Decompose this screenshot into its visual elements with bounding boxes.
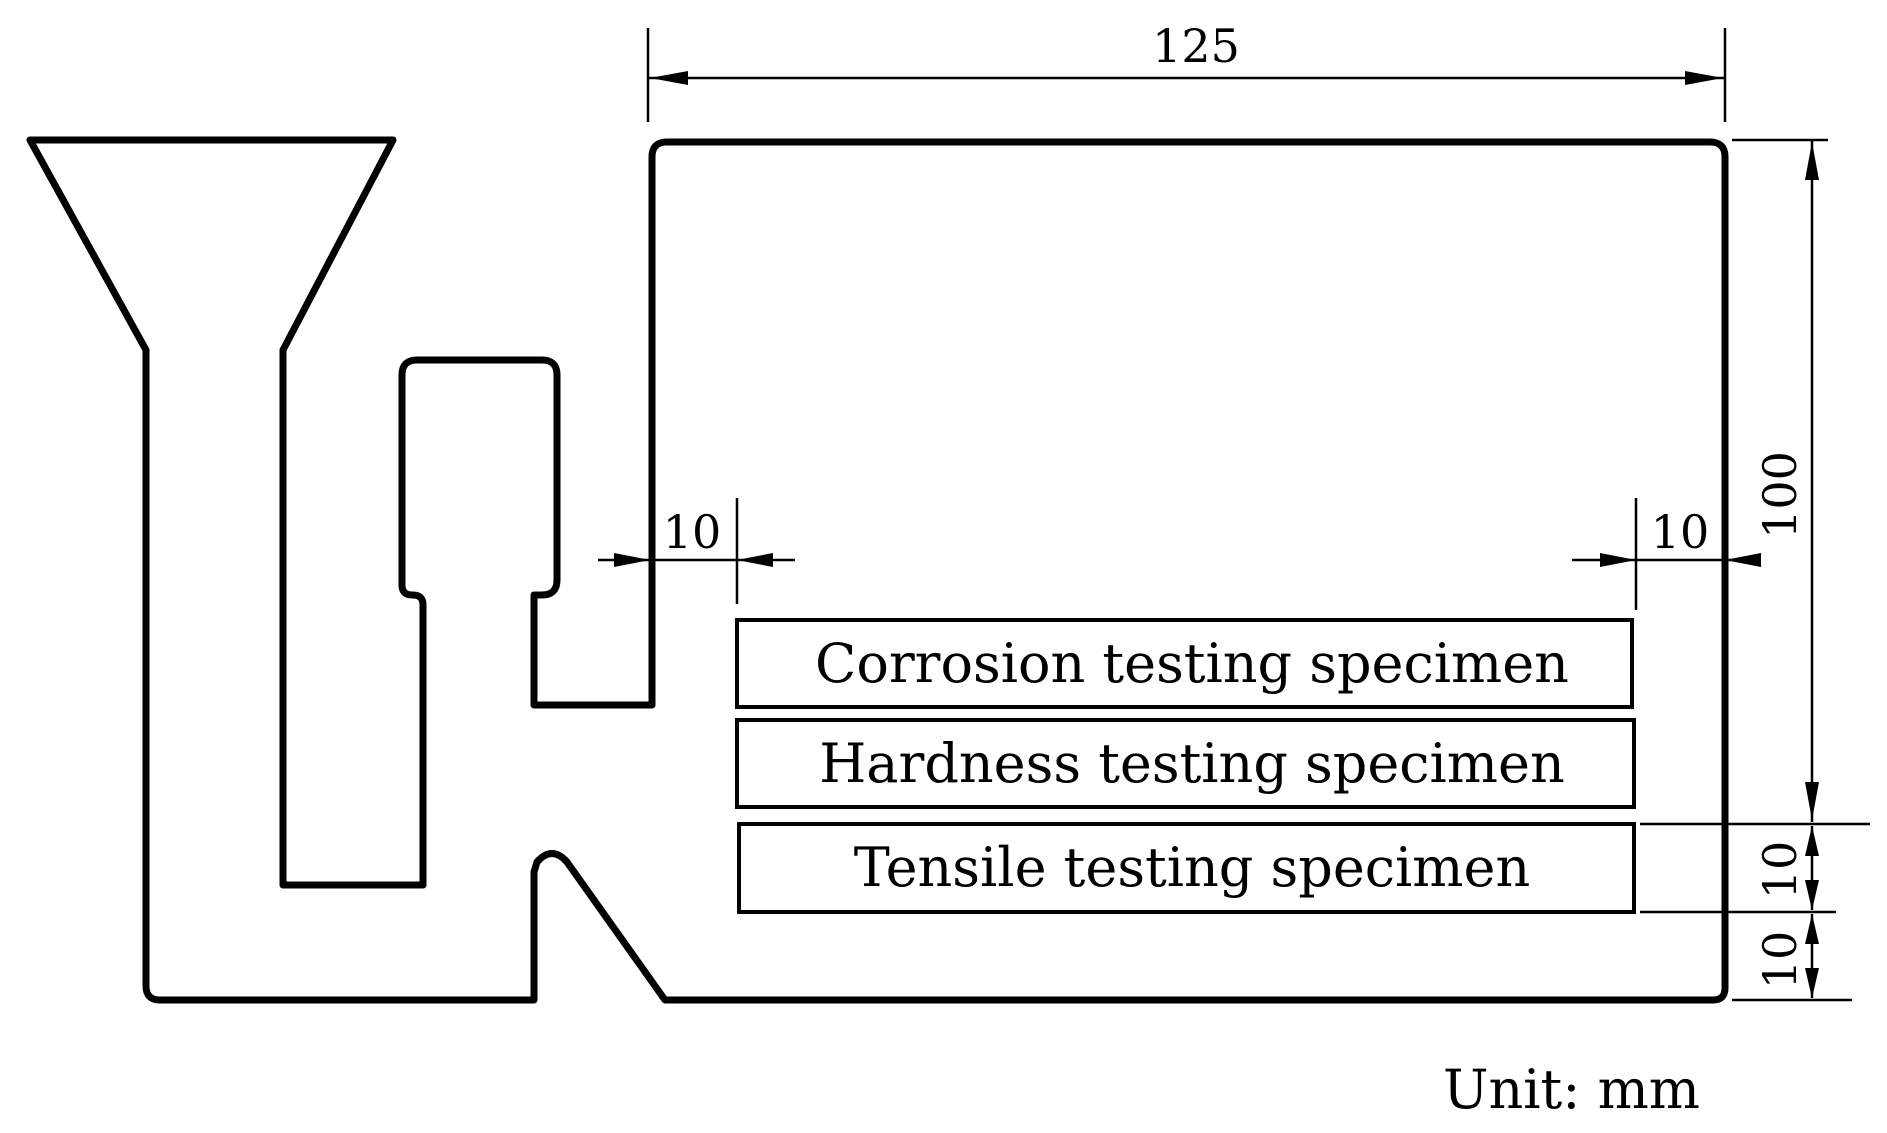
tensile-specimen-label: Tensile testing specimen [854,836,1530,899]
height-dimension-label: 100 [1753,451,1807,539]
left-margin-label: 10 [663,505,722,559]
arrow-up-icon [1805,142,1819,180]
arrow-up-icon [1805,914,1819,944]
arrow-left-icon [1725,553,1761,567]
width-dimension: 125 [646,19,1727,122]
right-margin-label: 10 [1651,505,1710,559]
arrow-up-icon [1805,826,1819,856]
arrow-down-icon [1805,880,1819,910]
arrow-right-icon [1685,71,1723,85]
unit-label: Unit: mm [1443,1058,1700,1121]
arrow-right-icon [1600,553,1636,567]
left-margin-dimension: 10 [598,498,795,604]
hardness-specimen-box [735,718,1636,809]
arrow-left-icon [737,553,773,567]
corrosion-specimen-box [735,618,1634,709]
arrow-right-icon [614,553,650,567]
mold-outline [26,136,1729,1004]
hardness-specimen-label: Hardness testing specimen [819,732,1565,795]
bottom-margin-dimension: 10 [1753,914,1819,998]
width-dimension-label: 125 [1152,19,1240,73]
arrow-down-icon [1805,968,1819,998]
arrow-down-icon [1805,782,1819,820]
specimen-height-label: 10 [1753,841,1807,900]
specimen-height-dimension: 10 [1753,826,1819,910]
corrosion-specimen-label: Corrosion testing specimen [815,632,1569,695]
right-margin-dimension: 10 [1572,498,1761,610]
arrow-left-icon [650,71,688,85]
height-dimension: 100 [1732,138,1828,822]
bottom-margin-label: 10 [1753,931,1807,990]
tensile-specimen-box [737,822,1636,914]
